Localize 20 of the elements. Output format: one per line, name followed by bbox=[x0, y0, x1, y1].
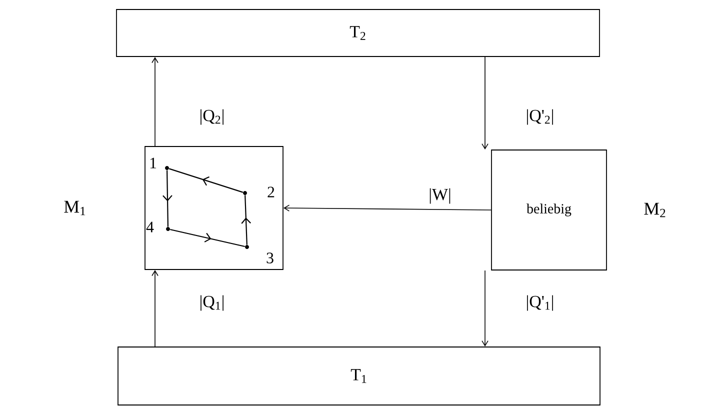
reservoir-box: T$_{2}$ bbox=[116, 9, 600, 57]
edge-label: |Q'$_{1}$| bbox=[527, 295, 553, 311]
machine-box: beliebig bbox=[491, 150, 607, 270]
machine-label: M$_{2}$ bbox=[644, 202, 666, 218]
arrow bbox=[482, 56, 488, 150]
point-number: 1 bbox=[150, 158, 156, 168]
machine-box bbox=[144, 146, 284, 270]
arrow bbox=[482, 270, 488, 347]
edge-label: |Q$_{2}$| bbox=[200, 109, 224, 125]
arrow bbox=[283, 204, 492, 212]
machine-label: M$_{1}$ bbox=[64, 200, 86, 216]
point-number: 3 bbox=[266, 252, 274, 264]
arrow bbox=[152, 270, 158, 347]
reservoir-box: T$_{1}$ bbox=[118, 346, 600, 406]
point-number: 4 bbox=[146, 222, 154, 232]
edge-label: |Q'$_{2}$| bbox=[527, 109, 553, 125]
arrow bbox=[152, 56, 158, 146]
edge-label: |Q$_{1}$| bbox=[200, 295, 224, 311]
point-number: 2 bbox=[268, 186, 274, 198]
edge-label: |W| bbox=[430, 188, 450, 204]
